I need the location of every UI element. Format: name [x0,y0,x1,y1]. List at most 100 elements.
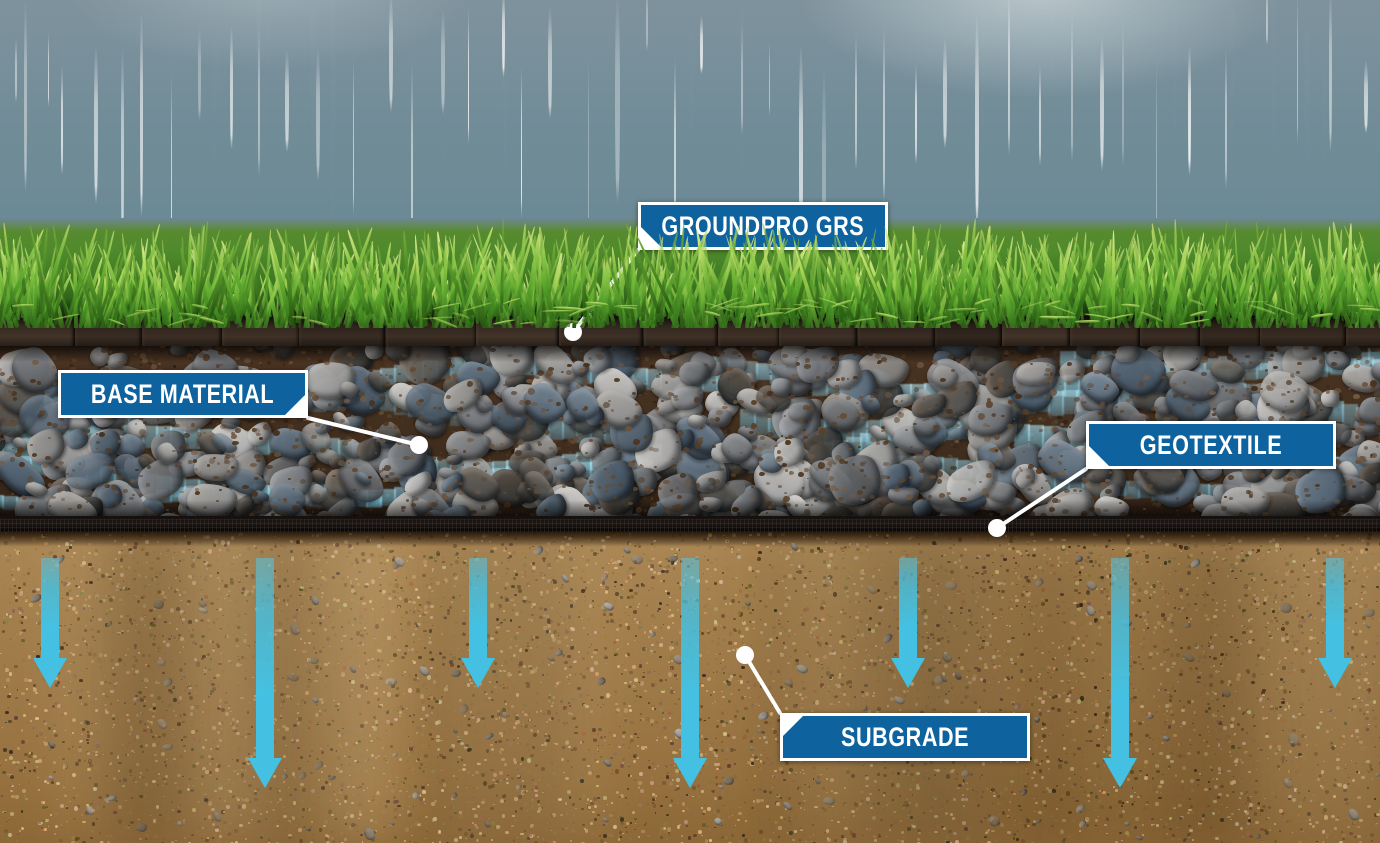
rain-mist-streak [268,0,270,263]
rain-streak [587,51,590,245]
rain-streak [257,23,260,178]
rain-mist-streak [935,16,936,192]
rain-mist-streak [1267,0,1269,174]
soil-fleck [339,432,344,436]
rain-streak [520,63,523,221]
rain-mist-streak [1050,15,1053,162]
rain-mist-streak [438,0,440,126]
soil-fleck [451,430,453,432]
rain-streak [1099,34,1104,172]
rain-streak [914,61,917,165]
grass-blade [1111,230,1116,326]
rain-streak [1122,16,1125,169]
rain-streak [741,20,744,136]
rain-streak [854,29,857,172]
soil-fleck [562,438,567,442]
soil-fleck [284,420,289,424]
rain-streak [467,5,470,147]
soil-fleck [251,362,253,364]
rain-mist-streak [690,31,692,238]
rain-mist-streak [1174,8,1177,241]
rain-mist-streak [85,3,87,188]
rain-streak [1364,59,1369,135]
rain-mist-streak [727,0,729,149]
grass-blade-fallen [1053,316,1076,319]
rain-mist-streak [1324,36,1326,300]
rain-mist-streak [504,32,507,258]
grass-blade [841,250,846,327]
rain-mist-streak [214,40,216,253]
rain-streak [24,0,27,193]
rain-streak [943,36,947,149]
soil-fleck [1326,385,1330,388]
rain-streak [388,0,393,114]
soil-fleck [167,366,169,368]
soil-fleck [45,477,48,479]
rain-mist-streak [312,9,314,182]
soil-fleck [440,452,442,454]
rain-streak [121,47,124,248]
soil-fleck [644,497,646,499]
soil-fleck [1345,390,1351,394]
soil-fleck [504,451,509,455]
soil-fleck [736,424,738,426]
rain-streak [615,0,621,204]
rain-streak [1224,47,1227,191]
rain-streak [1038,61,1041,167]
soil-fleck [140,364,142,367]
rain-streak [441,7,445,115]
rain-layer [0,0,1380,300]
soil-fleck [755,385,759,388]
soil-fleck [956,445,960,448]
rain-streak [1007,0,1011,158]
rain-streak [1188,43,1191,176]
rain-mist-streak [26,35,29,175]
soil-fleck [314,464,316,466]
rain-mist-streak [1231,8,1233,196]
rain-mist-streak [903,0,905,202]
rain-mist-streak [1045,11,1047,156]
rain-streak [798,41,804,264]
rain-streak [1071,11,1073,164]
rain-mist-streak [258,0,261,276]
base-material-layer [0,346,1380,522]
soil-fleck [746,474,751,479]
rain-streak [822,63,827,298]
rain-streak [47,29,50,108]
rain-mist-streak [332,2,335,290]
rain-streak [60,63,63,177]
rain-streak [411,57,414,272]
soil-fleck [488,456,491,458]
soil-fleck [392,487,395,490]
rain-mist-streak [982,5,984,225]
rain-streak [548,5,552,119]
soil-fleck [653,401,657,404]
soil-fleck [494,450,496,452]
rain-mist-streak [1306,31,1309,207]
rain-mist-streak [257,0,259,151]
rain-streak [139,8,144,219]
rain-streak [316,44,321,182]
rain-streak [501,0,505,78]
rain-streak [1155,51,1158,273]
rain-streak [768,39,771,118]
soil-fleck [1336,455,1340,458]
soil-fleck [267,361,272,365]
soil-fleck [725,434,727,436]
soil-fleck [69,364,75,368]
rain-streak [230,24,233,150]
soil-fleck [724,430,728,433]
grass-blade-fallen [1244,300,1269,303]
rain-mist-streak [217,39,219,197]
rain-mist-streak [741,4,744,236]
rain-streak [1328,0,1332,153]
grass-blade-fallen [774,308,803,310]
soil-fleck [571,447,573,449]
soil-fleck [260,364,263,366]
rain-streak [882,23,885,205]
soil-fleck [1340,395,1342,397]
rain-streak [1265,0,1268,47]
soil-fleck [283,364,285,366]
soil-fleck [399,416,401,418]
